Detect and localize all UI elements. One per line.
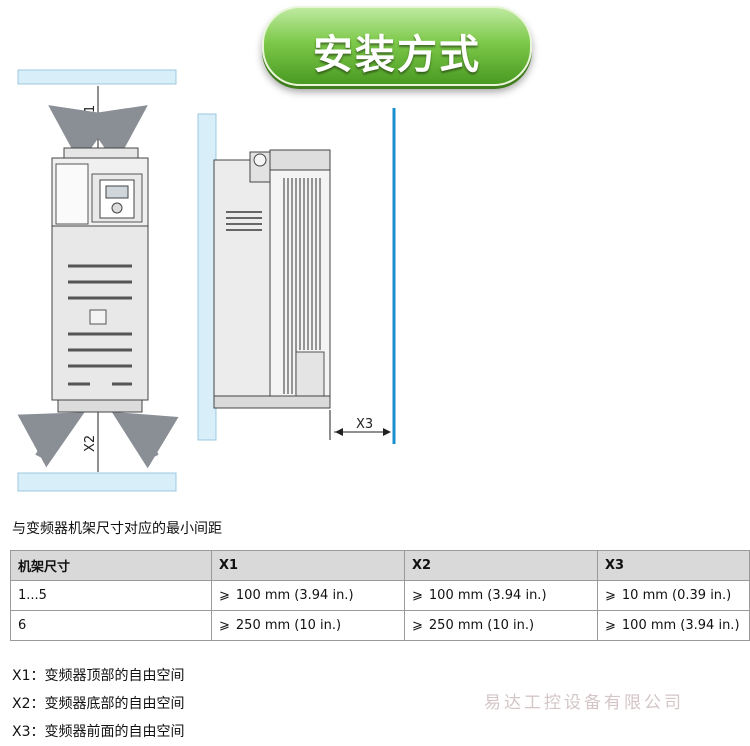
note-x3: X3：变频器前面的自由空间: [12, 724, 185, 740]
x2-label: X2: [83, 435, 98, 452]
ge-symbol: ⩾: [219, 588, 230, 603]
airflow-arrow-bottom-left: [17, 412, 85, 468]
x3-label: X3: [356, 417, 373, 432]
cell-x3: ⩾100 mm (3.94 in.): [597, 610, 750, 641]
ge-symbol: ⩾: [412, 588, 423, 603]
clearance-table: 机架尺寸 X1 X2 X3 1...5 ⩾100 mm (3.94 in.) ⩾…: [10, 550, 750, 641]
cell-x1: ⩾100 mm (3.94 in.): [211, 580, 405, 611]
airflow-arrow-top-right: [81, 105, 148, 165]
note-x1: X1：变频器顶部的自由空间: [12, 668, 185, 684]
ge-symbol: ⩾: [605, 588, 616, 603]
title-banner: 安装方式: [262, 6, 532, 86]
header-x2: X2: [404, 550, 598, 581]
header-frame-size: 机架尺寸: [10, 550, 212, 581]
x1-label: X1: [83, 105, 98, 122]
legend-notes: X1：变频器顶部的自由空间 X2：变频器底部的自由空间 X3：变频器前面的自由空…: [12, 662, 185, 746]
top-clearance-plate: [17, 69, 177, 85]
cell-x1: ⩾250 mm (10 in.): [211, 610, 405, 641]
table-row: 6 ⩾250 mm (10 in.) ⩾250 mm (10 in.) ⩾100…: [10, 610, 750, 641]
drive-front-view: [51, 147, 149, 413]
header-x1: X1: [211, 550, 405, 581]
cell-x2: ⩾100 mm (3.94 in.): [404, 580, 598, 611]
table-caption: 与变频器机架尺寸对应的最小间距: [12, 521, 222, 537]
drive-side-view: [213, 149, 331, 409]
airflow-arrow-bottom-right: [111, 411, 179, 469]
cell-frame-size: 6: [10, 610, 212, 641]
watermark: 易达工控设备有限公司: [484, 693, 684, 713]
page-title: 安装方式: [313, 32, 481, 78]
bottom-clearance-plate: [17, 472, 177, 492]
installation-diagram: X1 X2: [17, 69, 396, 492]
header-x3: X3: [597, 550, 750, 581]
ge-symbol: ⩾: [219, 618, 230, 633]
cell-frame-size: 1...5: [10, 580, 212, 611]
table-header-row: 机架尺寸 X1 X2 X3: [10, 550, 750, 581]
cell-x2: ⩾250 mm (10 in.): [404, 610, 598, 641]
ge-symbol: ⩾: [605, 618, 616, 633]
ge-symbol: ⩾: [412, 618, 423, 633]
table-row: 1...5 ⩾100 mm (3.94 in.) ⩾100 mm (3.94 i…: [10, 580, 750, 611]
mounting-wall: [197, 113, 217, 441]
note-x2: X2：变频器底部的自由空间: [12, 696, 185, 712]
airflow-arrow-top-left: [48, 105, 115, 165]
cell-x3: ⩾10 mm (0.39 in.): [597, 580, 750, 611]
